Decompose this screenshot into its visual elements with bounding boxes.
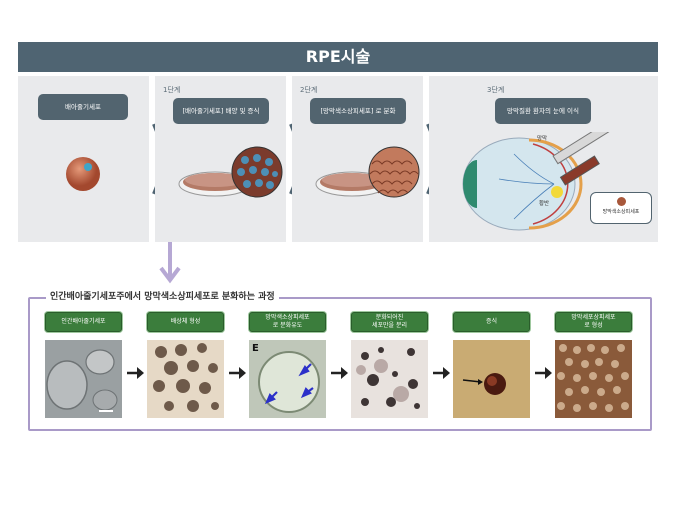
arrow-down-icon (159, 242, 181, 284)
arrow-right-icon (229, 367, 246, 379)
macula-label: 황반 (539, 201, 550, 207)
photo-rpe-induction: E (249, 340, 326, 418)
photo-isolated-cells (351, 340, 428, 418)
process-title: 인간배아줄기세포주에서 망막색소상피세포로 분화하는 과정 (46, 289, 279, 302)
step-label-2: 2단계 (300, 86, 318, 94)
stage-line2: 세포만을 분리 (371, 322, 408, 329)
photo-rpe-layer (555, 340, 632, 418)
step-pill-3: 망막질환 환자의 눈에 이식 (495, 98, 591, 124)
embryonic-cell-icon (66, 157, 100, 191)
stage-line1: 배상체 형성 (170, 318, 201, 325)
rpe-cell-icon (616, 197, 626, 206)
retina-label: 망막 (537, 136, 548, 142)
step-pill-1: [배아줄기세포] 배양 및 증식 (173, 98, 269, 124)
stage-line1: 망막세포상피세포 (571, 314, 616, 321)
step-label-3: 3단계 (487, 86, 505, 94)
stage-line2: 로 분화유도 (272, 322, 303, 329)
rpe-cell-label: 망막색소상피세포 (602, 209, 640, 215)
stage-label-4: 증식 (453, 312, 530, 332)
step-panel-0: 배아줄기세포 (18, 76, 149, 242)
photo-proliferation (453, 340, 530, 418)
stage-line1: 망막색소상피세포 (265, 314, 310, 321)
arrow-right-icon (331, 367, 348, 379)
page-title: RPE시술 (18, 42, 658, 72)
petri-dish-rpe-icon (315, 146, 420, 198)
arrow-right-icon (535, 367, 552, 379)
step-panel-2: 2단계 [망막색소상피세포] 로 분화 (292, 76, 423, 242)
arrow-right-icon (433, 367, 450, 379)
stage-line2: 로 형성 (584, 322, 603, 329)
process-frame (28, 297, 652, 431)
stage-label-1: 배상체 형성 (147, 312, 224, 332)
step-pill-2: [망막색소상피세포] 로 분화 (310, 98, 406, 124)
stage-line1: 인간배아줄기세포 (61, 318, 106, 325)
stage-line1: 분화되어진 (375, 314, 404, 321)
arrow-right-icon (127, 367, 144, 379)
step-label-1: 1단계 (163, 86, 181, 94)
step-panel-1: 1단계 [배아줄기세포] 배양 및 증식 (155, 76, 286, 242)
step-panel-3: 3단계 망막질환 환자의 눈에 이식 망막 황반 망막색소상피세포 (429, 76, 658, 242)
photo-letter: E (252, 343, 259, 354)
stage-line1: 증식 (485, 318, 498, 325)
photo-hesc-colony (45, 340, 122, 418)
petri-dish-icon (178, 146, 283, 198)
step-pill-0: 배아줄기세포 (38, 94, 128, 120)
photo-embryoid-bodies (147, 340, 224, 418)
stage-label-0: 인간배아줄기세포 (45, 312, 122, 332)
rpe-cell-box: 망막색소상피세포 (590, 192, 652, 224)
eye-diagram-icon (462, 132, 612, 231)
